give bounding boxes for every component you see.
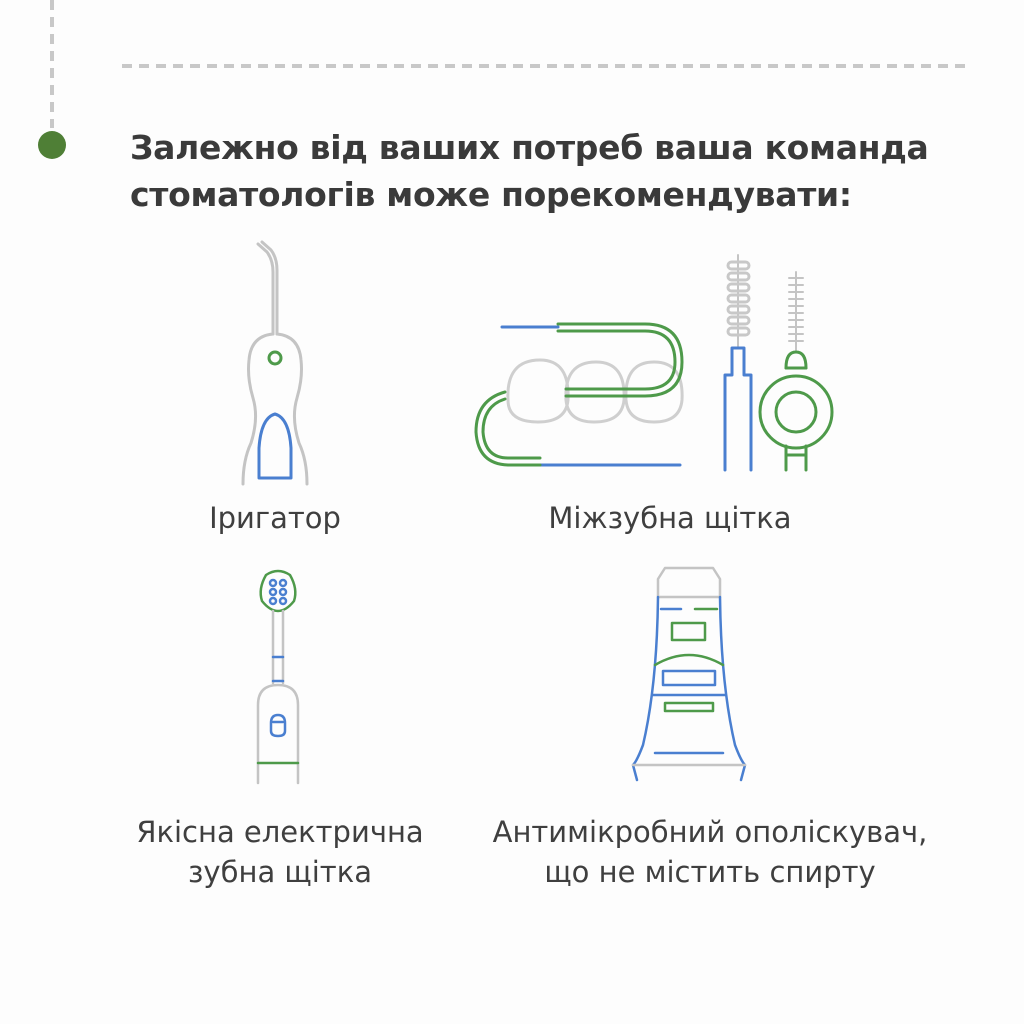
- electric-toothbrush-icon: [256, 569, 300, 785]
- dashed-divider: [122, 64, 966, 68]
- item-label-electric-toothbrush: Якісна електрична зубна щітка: [100, 812, 460, 892]
- heading-line-1: Залежно від ваших потреб ваша команда: [130, 128, 929, 167]
- electric-toothbrush-label-line-1: Якісна електрична: [136, 815, 424, 849]
- heading-line-2: стоматологів може порекомендувати:: [130, 175, 852, 214]
- electric-toothbrush-label-line-2: зубна щітка: [188, 855, 372, 889]
- mouthwash-label-line-2: що не містить спирту: [544, 855, 876, 889]
- interdental-brush-icon: [474, 254, 834, 472]
- timeline-dashed-vertical: [50, 0, 54, 128]
- mouthwash-label-line-1: Антимікробний ополіскувач,: [492, 815, 928, 849]
- timeline-bullet: [38, 131, 66, 159]
- page-heading: Залежно від ваших потреб ваша команда ст…: [130, 124, 990, 218]
- water-flosser-icon: [241, 240, 309, 486]
- item-label-interdental-brush: Міжзубна щітка: [548, 501, 792, 535]
- mouthwash-tube-icon: [631, 566, 747, 782]
- item-label-irrigator: Іригатор: [209, 501, 341, 535]
- item-label-mouthwash: Антимікробний ополіскувач, що не містить…: [460, 812, 960, 892]
